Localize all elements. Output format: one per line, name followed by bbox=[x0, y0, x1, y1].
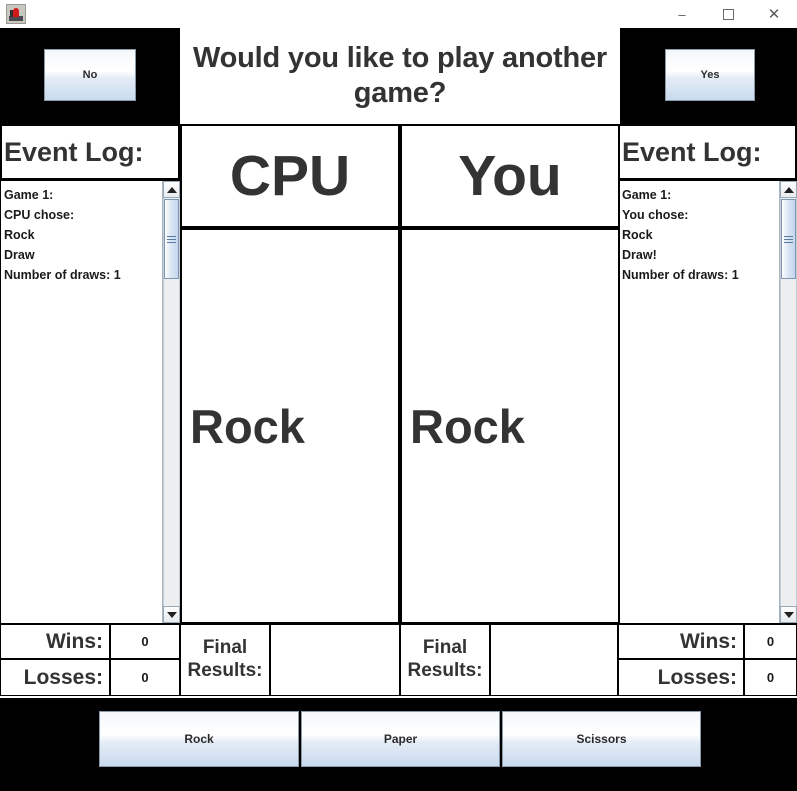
close-icon[interactable]: ✕ bbox=[767, 5, 781, 23]
left-log-scrollbar-thumb[interactable] bbox=[164, 199, 179, 279]
scissors-button[interactable]: Scissors bbox=[502, 711, 701, 767]
cpu-title-text: CPU bbox=[229, 144, 351, 208]
you-title-cell: You bbox=[400, 124, 620, 228]
prompt-band: No Would you like to play another game? … bbox=[0, 28, 797, 124]
minimize-icon[interactable]: – bbox=[678, 6, 686, 22]
left-losses-label: Losses: bbox=[0, 659, 110, 696]
yes-button[interactable]: Yes bbox=[665, 49, 755, 101]
left-wins-label: Wins: bbox=[0, 624, 110, 659]
right-event-log-text: Game 1: You chose: Rock Draw! Number of … bbox=[622, 188, 739, 282]
right-event-log-box: Game 1: You chose: Rock Draw! Number of … bbox=[618, 180, 797, 624]
right-losses-label: Losses: bbox=[618, 659, 744, 696]
right-event-log-title: Event Log: bbox=[622, 136, 762, 167]
maximize-icon[interactable] bbox=[705, 0, 751, 28]
left-event-log-box: Game 1: CPU chose: Rock Draw Number of d… bbox=[0, 180, 180, 624]
rock-button[interactable]: Rock bbox=[99, 711, 299, 767]
question-text: Would you like to play another game? bbox=[192, 41, 607, 109]
left-event-log-header: Event Log: bbox=[0, 124, 180, 180]
right-event-log-header: Event Log: bbox=[618, 124, 797, 180]
left-log-scrollbar-track[interactable] bbox=[163, 198, 180, 606]
cpu-choice-cell: Rock bbox=[180, 228, 400, 624]
right-wins-value: 0 bbox=[744, 624, 797, 659]
question-panel: Would you like to play another game? bbox=[180, 28, 620, 124]
right-losses-value: 0 bbox=[744, 659, 797, 696]
paper-button[interactable]: Paper bbox=[301, 711, 500, 767]
right-wins-label: Wins: bbox=[618, 624, 744, 659]
you-choice-text: Rock bbox=[410, 399, 525, 453]
choice-button-bar: Rock Paper Scissors bbox=[0, 700, 797, 791]
you-choice-cell: Rock bbox=[400, 228, 620, 624]
scroll-down-arrow-icon[interactable] bbox=[163, 606, 180, 623]
scroll-up-arrow-icon[interactable] bbox=[780, 181, 797, 198]
right-log-scrollbar[interactable] bbox=[779, 181, 797, 623]
you-title-text: You bbox=[458, 144, 562, 208]
right-log-scrollbar-thumb[interactable] bbox=[781, 199, 796, 279]
cpu-choice-text: Rock bbox=[190, 399, 305, 453]
left-losses-value: 0 bbox=[110, 659, 180, 696]
right-final-results-value bbox=[490, 624, 618, 696]
right-final-results-label: Final Results: bbox=[400, 624, 490, 696]
left-final-results-value bbox=[270, 624, 400, 696]
left-final-results-label: Final Results: bbox=[180, 624, 270, 696]
no-button[interactable]: No bbox=[44, 49, 136, 101]
left-event-log-title: Event Log: bbox=[4, 136, 144, 167]
cpu-title-cell: CPU bbox=[180, 124, 400, 228]
java-app-icon bbox=[6, 4, 26, 24]
scroll-up-arrow-icon[interactable] bbox=[163, 181, 180, 198]
scroll-down-arrow-icon[interactable] bbox=[780, 606, 797, 623]
left-log-scrollbar[interactable] bbox=[162, 181, 180, 623]
left-event-log-text: Game 1: CPU chose: Rock Draw Number of d… bbox=[4, 188, 121, 282]
left-wins-value: 0 bbox=[110, 624, 180, 659]
title-bar: – ✕ bbox=[0, 0, 797, 28]
